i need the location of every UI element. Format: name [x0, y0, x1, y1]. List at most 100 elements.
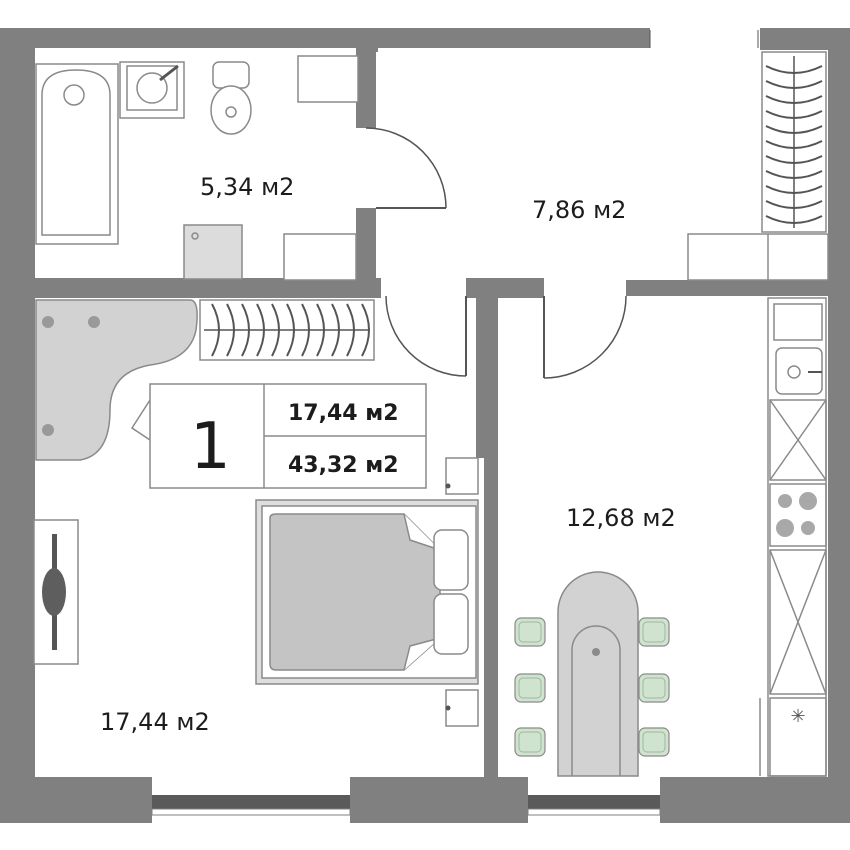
bathroom-door-swing: [365, 127, 447, 209]
kitchen-area: 12,68 м2: [566, 504, 676, 532]
living-area: 17,44 м2: [288, 401, 399, 426]
hanger-icon: [765, 80, 823, 89]
hanger-icon: [765, 95, 823, 104]
fridge-cross-icon: [769, 399, 827, 481]
nightstand-bottom: [445, 689, 479, 727]
hanger-icon: [346, 303, 355, 357]
faucet-icon: [159, 64, 179, 82]
hanger-icon: [286, 303, 295, 357]
washer-drum-icon: [136, 72, 168, 104]
living-room: 1 17,44 м2 43,32 м2 17,44 м2: [33, 299, 479, 736]
washer-inner: [126, 65, 178, 111]
hanger-icon: [765, 185, 823, 194]
cabinet-knob-icon: [191, 232, 199, 240]
chair: [514, 617, 546, 647]
hanger-icon: [316, 303, 325, 357]
hallway: 7,86 м2: [532, 30, 829, 281]
living-door[interactable]: [385, 295, 467, 377]
desk-leg-icon: [88, 316, 100, 328]
toilet-bowl: [210, 85, 252, 135]
dining-chairs: [514, 617, 670, 757]
hanger-icon: [226, 303, 235, 357]
chair: [638, 727, 670, 757]
window-kitchen-sill: [527, 808, 661, 816]
chair-seat: [518, 731, 542, 753]
chair: [514, 727, 546, 757]
chair-seat: [518, 621, 542, 643]
desk-leg-icon: [42, 316, 54, 328]
living-hangers: [204, 303, 370, 357]
bathtub: [35, 63, 119, 245]
hanger-icon: [256, 303, 265, 357]
chair: [638, 617, 670, 647]
hanger-icon: [301, 303, 310, 357]
sink-drain-icon: [787, 365, 801, 379]
bath-shelf: [297, 55, 359, 103]
hanger-icon: [765, 215, 823, 224]
hanger-icon: [361, 303, 370, 357]
hanger-icon: [331, 303, 340, 357]
pillow: [433, 593, 469, 655]
hanger-icon: [765, 65, 823, 74]
nightstand-top: [445, 457, 479, 495]
chair: [638, 673, 670, 703]
bathroom-door[interactable]: [365, 127, 447, 209]
kitchen: ✳ 12,68 м2: [514, 297, 827, 777]
hanger-icon: [765, 125, 823, 134]
apartment-info-card: 1 17,44 м2 43,32 м2: [130, 383, 427, 489]
nightstand-knob-icon: [445, 705, 451, 711]
kitchen-door-swing: [543, 295, 627, 379]
dining-table-inner: [571, 625, 621, 776]
fridge: [769, 399, 827, 481]
bed-blanket-fold: [403, 513, 441, 551]
tv-base-icon: [42, 568, 66, 616]
tall-cabinet: [769, 549, 827, 695]
chair-seat: [642, 677, 666, 699]
toilet-tank: [212, 61, 250, 89]
toilet-icon: [225, 106, 237, 118]
hanger-icon: [765, 155, 823, 164]
bathroom: 5,34 м2: [35, 55, 359, 281]
living-room-area: 17,44 м2: [100, 708, 210, 736]
rooms-count: 1: [190, 410, 231, 484]
burner-icon: [778, 494, 792, 508]
hall-bottom-wall-right: [626, 280, 828, 296]
bath-niche: [283, 233, 357, 281]
bottom-wall-mid: [350, 777, 528, 823]
window-kitchen: [528, 795, 660, 809]
kitchen-cabinet: [773, 303, 823, 341]
table-center-icon: [592, 648, 600, 656]
window-living: [152, 795, 350, 809]
burner-icon: [801, 521, 815, 535]
bathtub-inner: [41, 69, 111, 236]
pillow: [433, 529, 469, 591]
boiler-icon: ✳: [790, 706, 805, 727]
desk-leg-icon: [42, 424, 54, 436]
chair: [514, 673, 546, 703]
burner-icon: [799, 492, 817, 510]
bathtub-drain-icon: [63, 84, 85, 106]
hall-cabinet: [687, 233, 829, 281]
chair-seat: [642, 621, 666, 643]
nightstand-knob-icon: [445, 483, 451, 489]
corner-desk: [35, 299, 198, 461]
boiler: [769, 697, 827, 777]
kitchen-door[interactable]: [543, 295, 627, 379]
total-area: 43,32 м2: [288, 453, 399, 478]
top-wall-left: [0, 28, 650, 52]
stove: [769, 483, 827, 547]
hanger-icon: [765, 140, 823, 149]
chair-seat: [642, 731, 666, 753]
hanger-icon: [271, 303, 280, 357]
dining-table: [557, 571, 639, 777]
top-wall-right: [760, 28, 850, 50]
walls: [0, 28, 850, 823]
bath-hall-wall-lower: [356, 208, 376, 290]
window-living-sill: [151, 808, 351, 816]
hanger-icon: [211, 303, 220, 357]
bathroom-area: 5,34 м2: [200, 173, 294, 201]
living-door-swing: [385, 295, 467, 377]
bath-hall-wall-upper: [356, 48, 376, 128]
hanger-icon: [765, 110, 823, 119]
